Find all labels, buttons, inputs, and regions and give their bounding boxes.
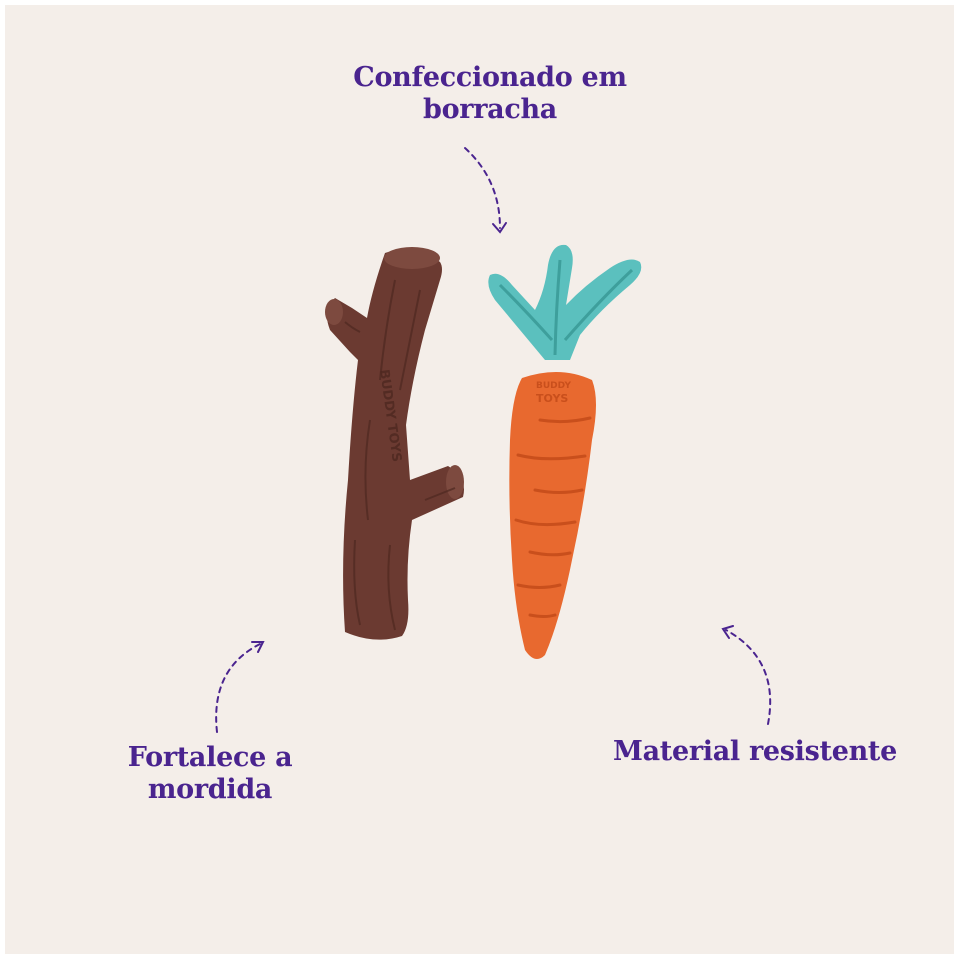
callout-top-line2: borracha	[423, 94, 557, 125]
arrow-right-icon	[725, 629, 772, 725]
callout-material-rubber: Confeccionado em borracha	[300, 62, 680, 126]
callout-left-line2: mordida	[147, 774, 273, 805]
arrow-left-icon	[215, 642, 263, 733]
carrot-brand-label-line1: BUDDY	[536, 381, 571, 391]
arrow-top-icon	[464, 147, 501, 229]
callout-right-line1: Material resistente	[613, 736, 897, 767]
callout-resistant-material: Material resistente	[570, 736, 940, 768]
callout-left-line1: Fortalece a	[127, 742, 293, 773]
callout-top-line1: Confeccionado em	[353, 62, 627, 93]
branch-toy-icon: BUDDY TOYS	[325, 247, 464, 640]
carrot-toy-icon: BUDDY TOYS	[488, 244, 642, 659]
carrot-brand-label-line2: TOYS	[536, 392, 568, 405]
callout-strengthens-bite: Fortalece a mordida	[85, 742, 335, 806]
